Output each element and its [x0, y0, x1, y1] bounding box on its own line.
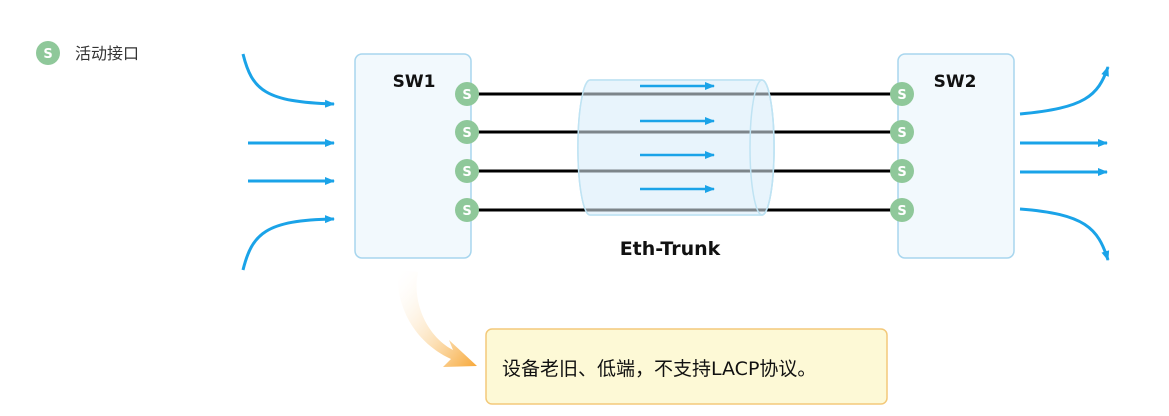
eth-trunk-label: Eth-Trunk: [620, 238, 721, 260]
flow-arrow-icon: [241, 215, 335, 271]
outgoing-flows: [1019, 66, 1110, 261]
active-port-badge-icon: [890, 198, 914, 222]
active-port-badge-icon: [890, 82, 914, 106]
flow-arrow-icon: [1019, 207, 1110, 261]
port-letter: S: [462, 88, 471, 103]
switch-sw2: [897, 53, 1015, 259]
port-letter: S: [462, 165, 471, 180]
sw2-ports: S S S S: [890, 82, 914, 222]
flow-arrow-icon: [1019, 66, 1110, 116]
switch-sw2-label: SW2: [934, 72, 977, 92]
active-port-badge-icon: [36, 41, 60, 65]
port-letter: S: [897, 204, 906, 219]
active-port-badge-icon: [890, 159, 914, 183]
sw1-ports: S S S S: [455, 82, 479, 222]
legend: S 活动接口: [36, 41, 139, 65]
switch-sw1: [354, 53, 472, 259]
trunk-flows: [640, 82, 715, 193]
legend-label: 活动接口: [75, 44, 139, 63]
active-port-badge-icon: [890, 120, 914, 144]
port-letter: S: [462, 204, 471, 219]
switch-sw1-label: SW1: [393, 72, 436, 92]
active-port-badge-icon: [455, 198, 479, 222]
port-letter: S: [897, 126, 906, 141]
callout-pointer-icon: [397, 270, 477, 367]
flow-arrow-icon: [241, 53, 335, 108]
callout-box: [485, 328, 888, 405]
incoming-flows: [241, 53, 335, 271]
active-port-badge-icon: [455, 82, 479, 106]
trunk-cylinder-front: [577, 79, 775, 216]
active-port-badge-icon: [455, 120, 479, 144]
port-letter: S: [462, 126, 471, 141]
active-port-badge-icon: [455, 159, 479, 183]
port-letter: S: [897, 165, 906, 180]
trunk-cylinder-end: [749, 79, 775, 216]
callout-text: 设备老旧、低端，不支持LACP协议。: [502, 358, 816, 380]
port-letter: S: [897, 88, 906, 103]
legend-badge-letter: S: [43, 47, 52, 62]
